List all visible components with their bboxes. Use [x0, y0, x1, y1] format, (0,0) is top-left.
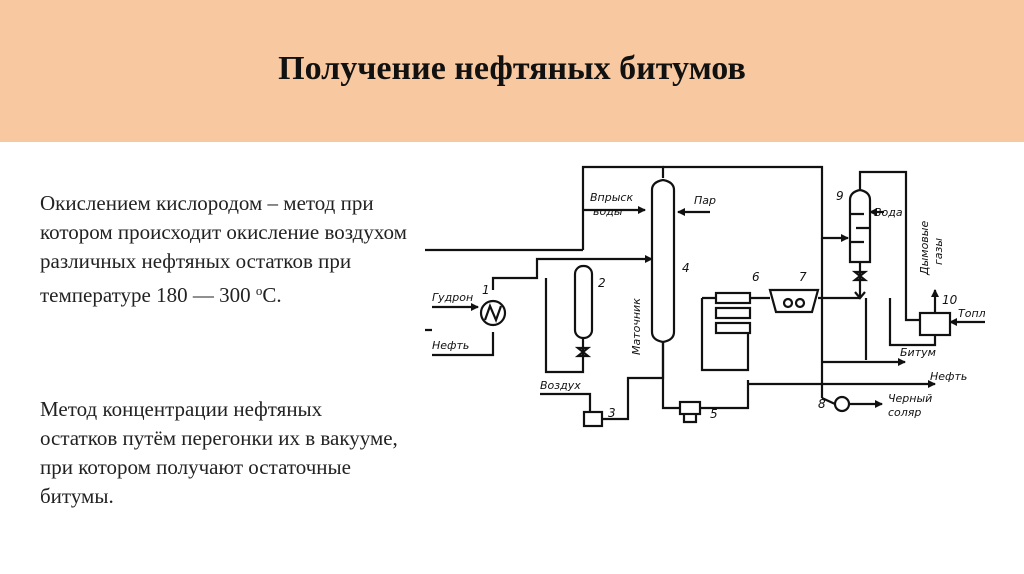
- paragraph-vacuum: Метод концентрации нефтяных остатков пут…: [40, 397, 398, 508]
- furnace-10: [918, 311, 952, 337]
- vessel-2-return: [544, 278, 585, 374]
- label-matochnik: Маточник: [630, 298, 643, 355]
- num-5: 5: [710, 407, 718, 421]
- num-2: 2: [598, 276, 606, 290]
- label-par: Пар: [694, 194, 716, 207]
- num-1: 1: [482, 283, 490, 297]
- top-recycle-line: [581, 165, 665, 250]
- num-3: 3: [608, 406, 616, 420]
- label-bitum: Битум: [900, 346, 936, 359]
- recycle-left: [425, 248, 583, 332]
- hx6-lines: [700, 296, 770, 372]
- vessel-2: [573, 264, 594, 340]
- paragraph-oxidation: Окислением кислородом – метод при которо…: [40, 189, 410, 310]
- label-gudron: Гудрон: [432, 291, 473, 304]
- label-vody: воды: [593, 205, 623, 218]
- num-7: 7: [799, 270, 807, 284]
- air-line: [540, 392, 592, 412]
- mixer-7b: [794, 297, 806, 309]
- pump-8: [833, 395, 851, 413]
- label-solyar: соляр: [888, 406, 921, 419]
- heat-exchanger-6a: [714, 291, 752, 305]
- bitumen-process-diagram: Гудрон Нефть Воздух Впрыск воды Пар Мато…: [425, 165, 985, 428]
- num-10: 10: [942, 293, 958, 307]
- valve-2: [574, 346, 592, 358]
- label-neft-out: Нефть: [930, 370, 967, 383]
- num-4: 4: [682, 261, 690, 275]
- heat-exchanger-6c: [714, 321, 752, 335]
- num-8: 8: [818, 397, 826, 411]
- label-toplivo: Топливо: [958, 307, 985, 320]
- num-9: 9: [836, 189, 844, 203]
- column-4: [650, 178, 676, 344]
- mixer-7a: [782, 297, 794, 309]
- label-dymovye: Дымовые: [918, 221, 931, 276]
- hx1-to-column: [491, 255, 653, 290]
- temperature-unit: С.: [262, 283, 282, 307]
- column-9-trays: [850, 212, 870, 244]
- valve-9: [851, 270, 869, 282]
- pump-5-base: [682, 414, 698, 424]
- pump-5-out: [700, 380, 750, 410]
- label-gazy: газы: [932, 238, 945, 265]
- page-title: Получение нефтяных битумов: [278, 50, 746, 87]
- neft-in-line: [432, 332, 495, 357]
- furnace-to-line: [888, 298, 937, 347]
- diagram-labels: Гудрон Нефть Воздух Впрыск воды Пар Мато…: [432, 189, 985, 421]
- label-vprysk: Впрыск: [590, 191, 633, 204]
- label-voda: Вода: [874, 206, 903, 219]
- label-neft-in: Нефть: [432, 339, 469, 352]
- column-9-top: [858, 170, 920, 322]
- heat-exchanger-6b: [714, 306, 752, 320]
- paragraph-oxidation-text: Окислением кислородом – метод при которо…: [40, 191, 407, 307]
- label-cherny: Черный: [888, 392, 932, 405]
- pump-5: [678, 400, 702, 416]
- top-crossover-line: [663, 165, 849, 242]
- label-vozduh: Воздух: [540, 379, 581, 392]
- heat-exchanger-1-coil: [483, 302, 503, 324]
- valve-bottom: [854, 291, 866, 300]
- num-6: 6: [752, 270, 760, 284]
- header-band: [0, 0, 1024, 142]
- heat-exchanger-1: [479, 299, 507, 327]
- pump-8-in: [821, 397, 836, 405]
- column-9: [848, 188, 872, 264]
- vessel-7: [768, 288, 820, 314]
- column-bottom-line: [661, 342, 680, 410]
- compressor-3: [582, 410, 604, 428]
- degree-sign: о: [255, 283, 263, 298]
